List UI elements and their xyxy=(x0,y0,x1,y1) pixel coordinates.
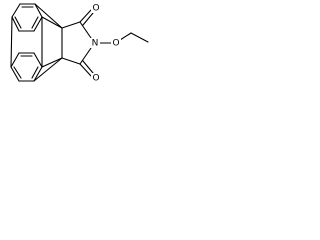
bond xyxy=(61,57,81,65)
label-background xyxy=(111,38,121,48)
bond xyxy=(34,3,43,18)
carbonyl-bond xyxy=(79,9,92,23)
bond xyxy=(61,21,81,29)
bond xyxy=(119,32,132,41)
bond xyxy=(130,32,149,43)
bond xyxy=(33,16,43,32)
label-background xyxy=(91,73,100,83)
bond xyxy=(11,3,21,18)
bond xyxy=(11,16,20,32)
upper-benzene-ring xyxy=(11,3,43,32)
bond xyxy=(79,47,92,65)
bond xyxy=(33,52,43,68)
oxygen-label: O xyxy=(92,74,99,84)
bond xyxy=(10,66,20,82)
carbonyl-bond xyxy=(79,63,92,77)
bridge-bond xyxy=(34,3,63,29)
double-bond xyxy=(31,16,39,29)
ethoxy-substituent xyxy=(99,32,149,44)
double-bond xyxy=(14,16,22,29)
label-background xyxy=(90,38,100,48)
nitrogen-label: N xyxy=(92,39,99,49)
label-background xyxy=(91,3,100,13)
lower-benzene-ring xyxy=(10,52,43,82)
atom-labels: O O N O xyxy=(90,3,121,84)
oxygen-label: O xyxy=(112,39,119,49)
double-bond xyxy=(31,66,39,79)
bond xyxy=(79,21,92,39)
double-bond xyxy=(13,66,22,79)
bridge-bond xyxy=(10,16,13,68)
bridge-bond xyxy=(41,57,63,68)
carbonyl-bond xyxy=(82,60,94,74)
bicyclic-bridge xyxy=(10,3,63,82)
molecule-structure-diagram: O O N O xyxy=(10,3,149,84)
imide-ring xyxy=(61,9,94,77)
carbonyl-bond xyxy=(82,12,94,26)
oxygen-label: O xyxy=(92,4,99,14)
bond xyxy=(33,66,43,82)
bridge-bond xyxy=(41,16,63,29)
bridge-bond xyxy=(33,57,63,82)
bond xyxy=(10,52,20,68)
